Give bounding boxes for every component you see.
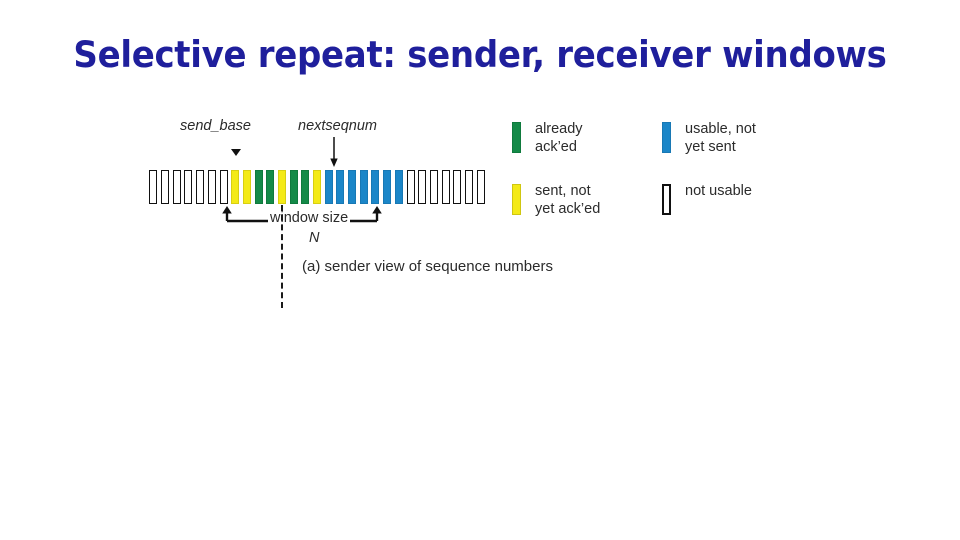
legend-label: usable, not yet sent (685, 120, 756, 156)
sequence-cell-not-usable (171, 170, 183, 204)
legend-label-line1: not usable (685, 183, 752, 199)
legend-item: sent, not yet ack’ed (512, 182, 662, 224)
window-size-label: window size (268, 210, 351, 226)
sequence-cell-usable-not-yet-sent (323, 170, 335, 204)
sequence-cell-usable-not-yet-sent (382, 170, 394, 204)
sequence-cell-not-usable (183, 170, 195, 204)
figure-caption: (a) sender view of sequence numbers (302, 258, 553, 275)
sequence-cell-not-usable (464, 170, 476, 204)
legend-label-line1: usable, not (685, 121, 756, 137)
sequence-cell-not-usable (195, 170, 207, 204)
down-triangle-marker-icon (231, 149, 241, 156)
sequence-cell-bar (336, 170, 345, 204)
legend-swatch-sent-not-yet-acked (512, 184, 521, 215)
sequence-cell-bar (383, 170, 392, 204)
dashed-vertical-divider-icon (281, 205, 283, 308)
sequence-cell-not-usable (218, 170, 230, 204)
sequence-cell-bar (289, 170, 298, 204)
sequence-cell-sent-not-yet-acked (312, 170, 324, 204)
legend-item: not usable (662, 182, 832, 224)
legend-label-line2: ack’ed (535, 139, 577, 155)
sequence-cell-bar (301, 170, 310, 204)
sequence-cell-already-acked (300, 170, 312, 204)
sequence-cell-not-usable (148, 170, 160, 204)
sequence-cell-bar (313, 170, 322, 204)
sequence-cell-not-usable (452, 170, 464, 204)
sequence-cell-bar (464, 170, 473, 204)
legend-swatch-not-usable (662, 184, 671, 215)
sequence-cell-bar (324, 170, 333, 204)
sequence-cell-sent-not-yet-acked (277, 170, 289, 204)
sequence-cell-usable-not-yet-sent (347, 170, 359, 204)
send-base-label: send_base (180, 118, 251, 134)
sequence-cell-bar (406, 170, 415, 204)
legend-swatch-usable-not-yet-sent (662, 122, 671, 153)
sequence-cell-bar (242, 170, 251, 204)
sequence-cell-bar (277, 170, 286, 204)
sequence-cell-not-usable (475, 170, 487, 204)
down-arrow-icon (330, 137, 338, 167)
sequence-cell-bar (371, 170, 380, 204)
legend-label-line1: sent, not (535, 183, 591, 199)
sequence-cell-usable-not-yet-sent (370, 170, 382, 204)
sequence-cell-bar (196, 170, 205, 204)
sequence-cell-bar (359, 170, 368, 204)
sequence-cell-already-acked (265, 170, 277, 204)
sequence-cell-not-usable (160, 170, 172, 204)
sequence-cell-bar (172, 170, 181, 204)
sequence-cell-already-acked (288, 170, 300, 204)
legend-label: sent, not yet ack’ed (535, 182, 600, 218)
window-size-symbol: N (309, 230, 320, 246)
legend-swatch-already-acked (512, 122, 521, 153)
sequence-cell-not-usable (206, 170, 218, 204)
sequence-cell-bar (429, 170, 438, 204)
legend-label-line2: yet sent (685, 139, 736, 155)
sequence-cell-bar (219, 170, 228, 204)
sequence-cell-sent-not-yet-acked (230, 170, 242, 204)
legend-label-line1: already (535, 121, 583, 137)
sequence-cell-bar (441, 170, 450, 204)
sequence-cell-usable-not-yet-sent (335, 170, 347, 204)
legend-column-left: already ack’ed sent, not yet ack’ed (512, 120, 662, 244)
sequence-cell-bar (348, 170, 357, 204)
sequence-cell-bar (149, 170, 158, 204)
sequence-cell-usable-not-yet-sent (393, 170, 405, 204)
legend-label-line2: yet ack’ed (535, 201, 601, 217)
sequence-cell-bar (161, 170, 170, 204)
nextseqnum-label: nextseqnum (298, 118, 377, 134)
sequence-cell-not-usable (417, 170, 429, 204)
sequence-cell-not-usable (429, 170, 441, 204)
sequence-cell-bar (453, 170, 462, 204)
sequence-cell-bar (266, 170, 275, 204)
sequence-cell-sent-not-yet-acked (242, 170, 254, 204)
sequence-cell-bar (418, 170, 427, 204)
legend-label: not usable (685, 182, 752, 200)
sequence-cell-not-usable (440, 170, 452, 204)
sequence-cell-usable-not-yet-sent (358, 170, 370, 204)
page-title: Selective repeat: sender, receiver windo… (73, 34, 887, 77)
legend-item: already ack’ed (512, 120, 662, 162)
sequence-cell-bar (254, 170, 263, 204)
sequence-cell-bar (231, 170, 240, 204)
sequence-cell-bar (207, 170, 216, 204)
sequence-cell-not-usable (405, 170, 417, 204)
sequence-number-strip (148, 170, 487, 204)
legend-item: usable, not yet sent (662, 120, 832, 162)
sequence-cell-bar (394, 170, 403, 204)
legend-label: already ack’ed (535, 120, 583, 156)
sequence-cell-bar (476, 170, 485, 204)
sequence-cell-bar (184, 170, 193, 204)
sequence-cell-already-acked (253, 170, 265, 204)
legend-column-right: usable, not yet sent not usable (662, 120, 832, 244)
